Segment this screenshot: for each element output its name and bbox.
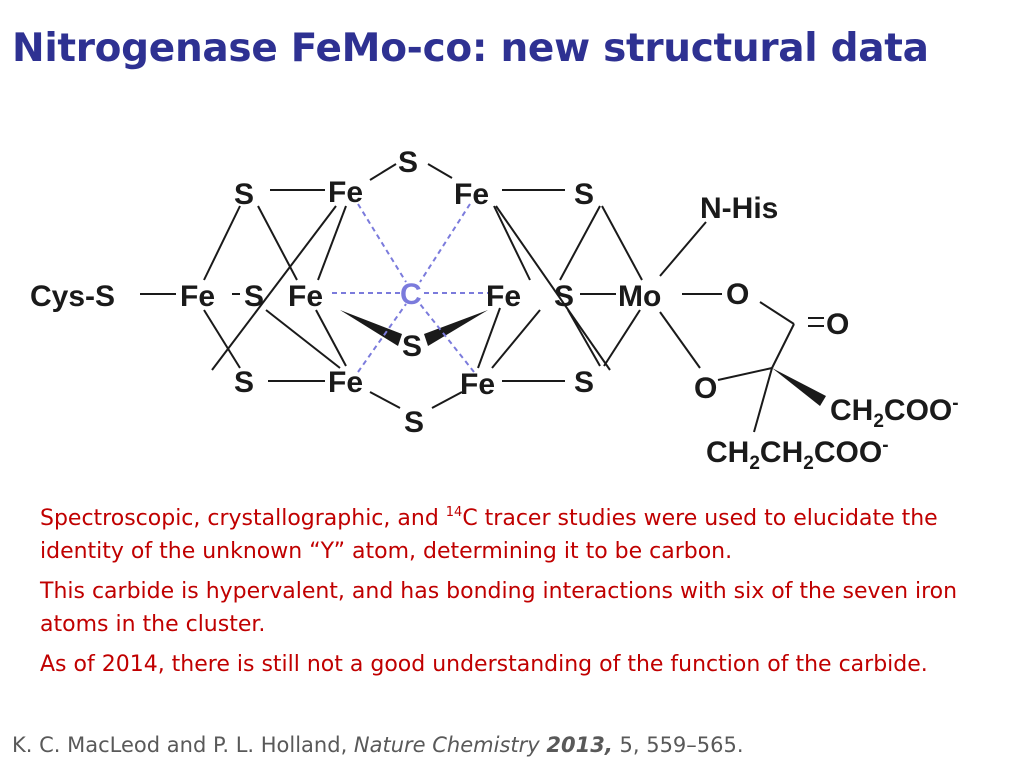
bullet-1: Spectroscopic, crystallographic, and 14C…	[40, 505, 938, 564]
atom-mo: Mo	[618, 280, 661, 313]
bullet-list: Spectroscopic, crystallographic, and 14C…	[40, 502, 980, 688]
group-ch2ch2coo-lower: CH2CH2COO-	[706, 435, 889, 474]
atom-o-1: O	[726, 278, 749, 311]
atom-fe-top-right: Fe	[454, 178, 489, 211]
atom-fe-1: Fe	[180, 280, 215, 313]
atom-s-top-right: S	[574, 178, 594, 211]
slide-title: Nitrogenase FeMo-co: new structural data	[12, 26, 929, 71]
atom-fe-bottom-right: Fe	[460, 368, 495, 401]
atom-s-center: S	[402, 330, 422, 363]
atom-carbide: C	[400, 278, 422, 311]
wedge-bonds	[340, 310, 826, 406]
atom-fe-bottom-left: Fe	[328, 366, 363, 399]
atom-s-1: S	[244, 280, 264, 313]
bullet-2: This carbide is hypervalent, and has bon…	[40, 579, 958, 637]
solid-bonds	[140, 163, 824, 433]
carbide-dashed-bonds	[332, 203, 490, 373]
atom-o-2: O	[694, 372, 717, 405]
atom-s-bottom-right: S	[574, 366, 594, 399]
atom-s-top: S	[398, 146, 418, 179]
atom-fe-3: Fe	[486, 280, 521, 313]
atom-s-2: S	[554, 280, 574, 313]
bullet-3: As of 2014, there is still not a good un…	[40, 652, 928, 677]
atom-s-bottom-left: S	[234, 366, 254, 399]
femoco-structure-diagram: Cys-S Fe S Fe S Fe S Fe S C Fe S Mo O N-…	[30, 146, 959, 474]
atom-n-his: N-His	[700, 192, 778, 225]
atom-labels: Cys-S Fe S Fe S Fe S Fe S C Fe S Mo O N-…	[30, 146, 959, 474]
atom-s-bottom: S	[404, 406, 424, 439]
citation: K. C. MacLeod and P. L. Holland, Nature …	[12, 733, 744, 757]
atom-o-carbonyl: O	[826, 308, 849, 341]
atom-fe-2: Fe	[288, 280, 323, 313]
group-ch2coo-upper: CH2COO-	[830, 393, 959, 432]
atom-s-top-left: S	[234, 178, 254, 211]
atom-fe-top-left: Fe	[328, 176, 363, 209]
atom-cys-s: Cys-S	[30, 280, 115, 313]
